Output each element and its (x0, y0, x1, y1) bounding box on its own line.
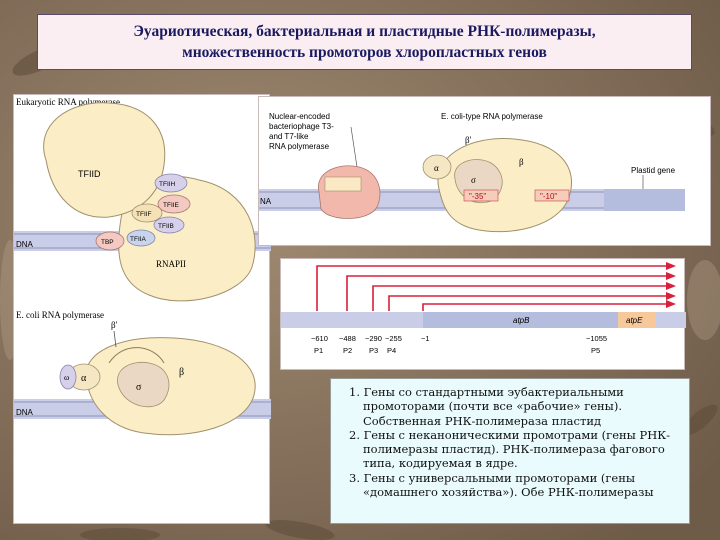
box-35-label: "-35" (469, 192, 486, 201)
polymerase-comparison-figure: Eukaryotic RNA polymerase DNA RNAPII TFI… (13, 94, 271, 524)
atpe-label: atpE (626, 316, 643, 325)
slide-title: Эуариотическая, бактериальная и пластидн… (37, 14, 692, 70)
promoter-map-drawing: atpB atpE −610 −488 −290 −255 −1 −1055 P… (281, 262, 686, 355)
gene-classes-text: 1. Гены со стандартными эубактериальными… (330, 378, 690, 524)
tfiie-label: TFIIE (163, 202, 180, 209)
tbp-shape (95, 231, 125, 251)
position-2: −488 (339, 334, 356, 343)
nuclear-pol-label-2: bacteriophage T3- (269, 122, 334, 131)
ecoli-sigma-shape (117, 361, 170, 408)
tfiia-shape (126, 229, 156, 247)
eukaryotic-caption: Eukaryotic RNA polymerase (16, 97, 120, 107)
plastid-alpha-label: α (434, 163, 439, 173)
ecoli-alpha-label: α (81, 373, 87, 384)
tfiie-shape (157, 194, 191, 214)
eukaryotic-dna-label: DNA (16, 240, 34, 249)
position-1: −610 (311, 334, 328, 343)
nuclear-pol-label-1: Nuclear-encoded (269, 112, 330, 121)
tfiia-label: TFIIA (130, 236, 147, 243)
title-line-2: множественность промоторов хлоропластных… (182, 44, 547, 61)
atpb-gene (423, 312, 618, 328)
promoter-p3: P3 (369, 346, 378, 355)
position-4: −255 (385, 334, 402, 343)
box-10-label: "-10" (540, 192, 557, 201)
position-6: −1055 (586, 334, 607, 343)
plastid-gene-label: Plastid gene (631, 166, 676, 175)
ecoli-caption: E. coli RNA polymerase (16, 310, 104, 320)
gene-classes-list: 1. Гены со стандартными эубактериальными… (343, 385, 683, 499)
title-line-1: Эуариотическая, бактериальная и пластидн… (133, 23, 596, 40)
plastid-beta-prime-label: β' (465, 135, 472, 145)
list-item: 3. Гены с универсальными промоторами (ге… (349, 470, 654, 500)
tfiih-shape (154, 173, 188, 193)
plastid-alpha-shape (422, 154, 452, 180)
tfiif-label: TFIIF (136, 211, 152, 218)
plastid-polymerases-figure: Nuclear-encoded bacteriophage T3- and T7… (258, 96, 711, 246)
promoter-map-figure: atpB atpE −610 −488 −290 −255 −1 −1055 P… (280, 258, 686, 370)
plastid-dna-label: NA (260, 197, 272, 206)
atpb-label: atpB (513, 316, 530, 325)
tfiih-label: TFIIH (159, 181, 176, 188)
nuclear-pol-label-3: and T7-like (269, 132, 309, 141)
plastid-beta-label: β (519, 157, 524, 167)
tbp-label: TBP (101, 239, 114, 246)
polymerase-comparison-drawing: Eukaryotic RNA polymerase DNA RNAPII TFI… (14, 97, 271, 436)
promoter-p1: P1 (314, 346, 323, 355)
ecoli-beta-prime-label: β' (111, 320, 118, 330)
position-3: −290 (365, 334, 382, 343)
ecoli-omega-label: ω (64, 373, 69, 382)
promoter-p4: P4 (387, 346, 396, 355)
list-item: 1. Гены со стандартными эубактериальными… (349, 385, 624, 428)
ecoli-beta-shape (85, 337, 256, 436)
nuclear-pol-label-4: RNA polymerase (269, 142, 330, 151)
plastid-gene-box (604, 189, 685, 211)
tfiif-shape (131, 203, 163, 223)
rnapii-label: RNAPII (156, 259, 186, 269)
tfiib-shape (153, 216, 185, 234)
ecoli-dna-label: DNA (16, 408, 34, 417)
ecoli-omega-shape (59, 364, 77, 390)
promoter-p5: P5 (591, 346, 600, 355)
tfiid-shape (43, 102, 166, 218)
nuclear-pol-shape (317, 165, 381, 219)
position-5: −1 (421, 334, 430, 343)
box-35 (463, 189, 499, 202)
ecoli-type-label: E. coli-type RNA polymerase (441, 112, 543, 121)
plastid-sigma-label: σ (471, 175, 476, 185)
list-item: 2. Гены с неканоническими промотрами (ге… (349, 427, 671, 471)
plastid-polymerases-drawing: Nuclear-encoded bacteriophage T3- and T7… (259, 112, 685, 233)
tfiid-label: TFIID (78, 169, 101, 179)
promoter-p2: P2 (343, 346, 352, 355)
atpe-gene (618, 312, 656, 328)
ecoli-sigma-label: σ (136, 382, 142, 393)
tfiib-label: TFIIB (158, 223, 174, 230)
box-10 (534, 189, 570, 202)
ecoli-beta-label: β (179, 367, 184, 378)
